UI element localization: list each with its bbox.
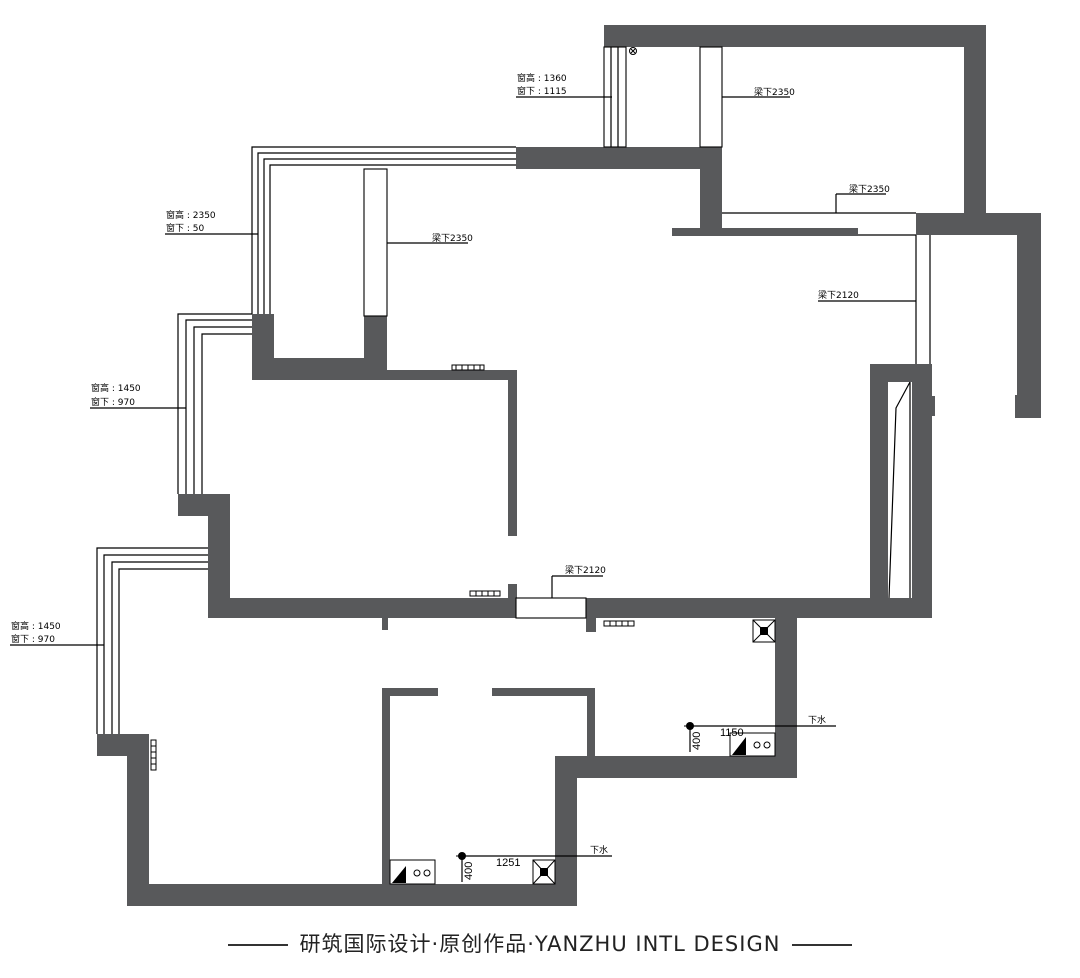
beam-label: 梁下2120 (565, 564, 606, 576)
footer-rule-right (792, 944, 853, 946)
drain-label: 下水 (590, 844, 608, 856)
window-height-label: 窗高 : 1450 (11, 620, 61, 632)
beam-label: 梁下2350 (754, 86, 795, 98)
stove-icon (729, 732, 776, 757)
beam-label: 梁下2350 (849, 183, 890, 195)
annotations: 窗高 : 1360 窗下 : 1115 窗高 : 2350 窗下 : 50 窗高… (11, 72, 890, 880)
window-height-label: 窗高 : 2350 (166, 209, 216, 221)
dimension-label: 1150 (720, 727, 744, 739)
stove-icon (389, 859, 436, 885)
dimension-label: 400 (463, 862, 475, 880)
drain-pipe-icon (456, 852, 468, 860)
radiator-icon (451, 364, 485, 371)
window-sill-label: 窗下 : 50 (166, 222, 204, 234)
window-sill-label: 窗下 : 970 (91, 396, 135, 408)
beam-label: 梁下2120 (818, 289, 859, 301)
window-sill-label: 窗下 : 970 (11, 633, 55, 645)
window-height-label: 窗高 : 1450 (91, 382, 141, 394)
window-lines (96, 46, 931, 734)
vent-shaft-icon (532, 859, 556, 885)
vent-shaft-icon (752, 619, 776, 643)
radiator-icon (603, 620, 635, 627)
drain-pipe-icon (684, 722, 696, 730)
walls (97, 25, 1041, 906)
dimension-label: 1251 (496, 857, 520, 869)
window-sill-label: 窗下 : 1115 (517, 85, 567, 97)
footer-credit: 研筑国际设计·原创作品·YANZHU INTL DESIGN (0, 928, 1080, 958)
radiator-icon (469, 590, 501, 597)
drain-label: 下水 (808, 714, 826, 726)
radiator-icon (150, 739, 157, 771)
footer-rule-left (227, 944, 288, 946)
footer-text: 研筑国际设计·原创作品·YANZHU INTL DESIGN (299, 932, 781, 956)
dimension-label: 400 (691, 732, 703, 750)
gas-meter-icon (629, 47, 637, 55)
window-height-label: 窗高 : 1360 (517, 72, 567, 84)
beam-label: 梁下2350 (432, 232, 473, 244)
leader-lines (10, 96, 916, 882)
